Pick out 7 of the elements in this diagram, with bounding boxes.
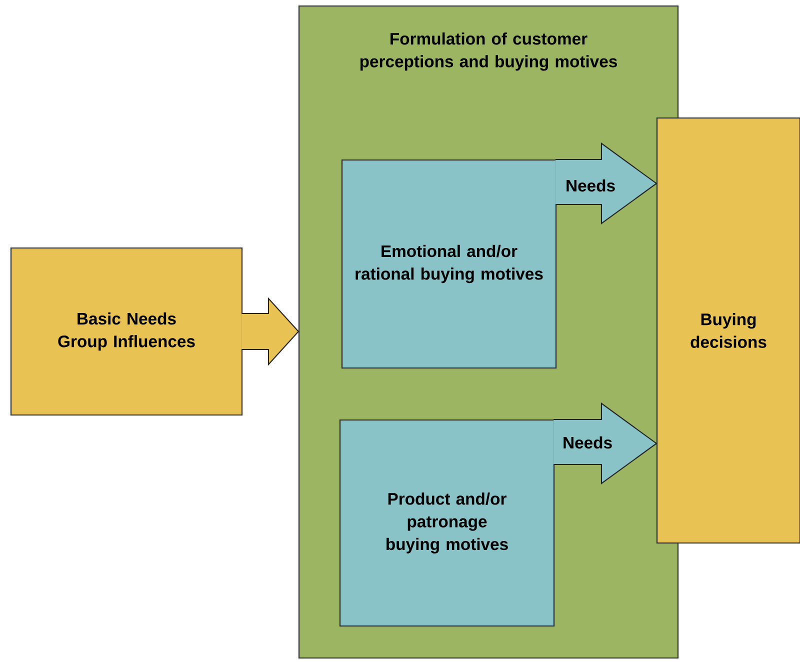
decision-box: Buying decisions [656,117,800,544]
motive-box: Product and/or patronage buying motives [339,419,555,627]
edge-label: Needs [564,178,617,193]
block-arrow [241,297,300,366]
motive-box: Emotional and/or rational buying motives [341,159,557,369]
edge-label: Needs [561,435,614,450]
input-box: Basic Needs Group Influences [10,247,243,416]
